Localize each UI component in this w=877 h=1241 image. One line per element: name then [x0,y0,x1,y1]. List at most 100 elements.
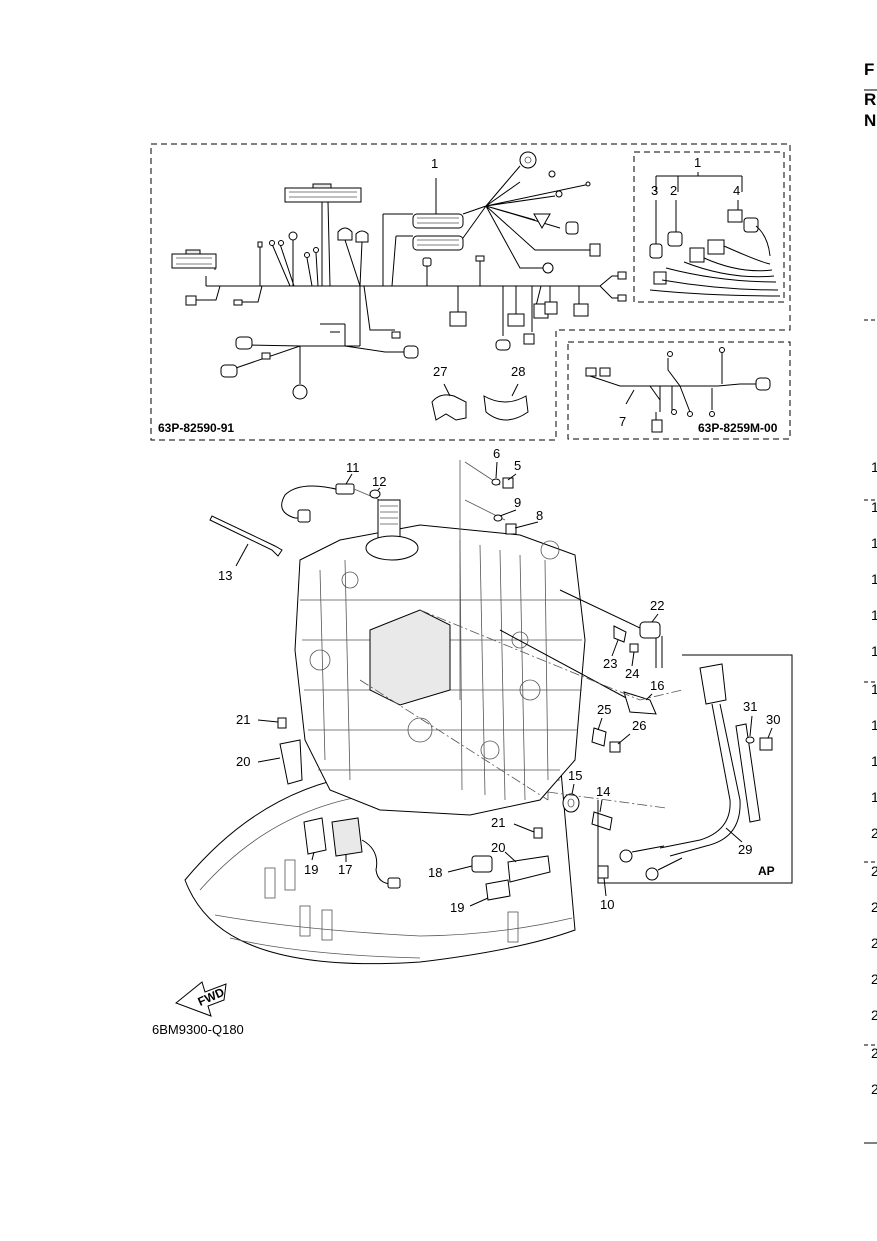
rubber-19-right [485,879,511,901]
rubber-19-left [303,817,327,855]
margin-row-number: 1 [871,789,877,805]
callout-9: 9 [514,495,521,510]
harness-connector-long-b [412,235,464,251]
margin-letter: N [864,111,876,130]
forward-arrow-icon [175,981,227,1017]
figure-code: 6BM9300-Q180 [152,1022,244,1037]
screw-24 [629,643,639,653]
bracket-20 [507,855,551,883]
margin-row-number: 1 [871,571,877,587]
bracket-20-left [279,739,303,785]
margin-row-number: 2 [871,863,877,879]
round-connector [519,151,537,169]
callout-29: 29 [738,842,752,857]
margin-row-number: 1 [871,607,877,623]
harness-detail-inset [633,151,785,303]
relay-18 [471,855,493,873]
bolt-30 [759,737,773,751]
callout-10: 10 [600,897,614,912]
bolt-10 [597,865,609,879]
bolt-5 [502,477,514,489]
inset-callout-4: 4 [733,183,740,198]
callout-25: 25 [597,702,611,717]
harness-part-code: 63P-82590-91 [158,421,234,435]
harness-connector-long-a [412,213,464,229]
callout-8: 8 [536,508,543,523]
callout-6: 6 [493,446,500,461]
callout-21-left: 21 [236,712,250,727]
callout-14: 14 [596,784,610,799]
washer-9 [493,514,503,522]
washer-31 [745,736,755,744]
screw-21-left [277,717,287,729]
ap-label: AP [758,864,775,878]
connector [449,311,467,327]
margin-row-number: 1 [871,499,877,515]
cable-boot [699,663,727,705]
callout-18: 18 [428,865,442,880]
margin-row-number: 2 [871,935,877,951]
callout-13: 13 [218,568,232,583]
bracket-23 [613,625,627,643]
sub-harness-part-code: 63P-8259M-00 [698,421,778,435]
callout-16: 16 [650,678,664,693]
margin-row-number: 2 [871,1007,877,1023]
margin-row-number: 1 [871,643,877,659]
margin-row-number: 1 [871,717,877,733]
margin-row-number: 1 [871,753,877,769]
inset-callout-3: 3 [651,183,658,198]
sensor-14 [591,811,613,831]
callout-24: 24 [625,666,639,681]
grommet-15 [562,793,580,813]
callout-12: 12 [372,474,386,489]
margin-row-number: 2 [871,971,877,987]
callout-23: 23 [603,656,617,671]
fwd-arrow: FWD [175,981,227,1017]
bracket-25 [591,727,607,747]
ring-terminal [619,849,633,863]
clamp-27 [431,394,467,421]
right-margin: F R N 1 1 1 1 1 1 1 1 1 1 2 2 2 2 2 2 2 … [864,60,877,1144]
callout-31: 31 [743,699,757,714]
sensor-ring [292,384,308,400]
engine-block [184,499,586,965]
screw-21 [533,827,543,839]
callout-21-right: 21 [491,815,505,830]
sensor-11 [335,483,355,495]
bolt-8 [505,523,517,535]
margin-letter: F [864,60,874,79]
callout-27: 27 [433,364,447,379]
sub-harness-panel: 7 63P-8259M-00 [567,341,791,440]
margin-row-number: 2 [871,825,877,841]
washer-6 [491,478,501,486]
bottom-cowling [184,759,576,965]
harness-connector-main [284,187,362,203]
washer-12 [369,489,381,499]
callout-19-right: 19 [450,900,464,915]
callout-17: 17 [338,862,352,877]
cable-tie-13 [209,515,283,557]
callout-5: 5 [514,458,521,473]
callout-30: 30 [766,712,780,727]
callout-20-left: 20 [236,754,250,769]
screw-26 [609,741,621,753]
engine-parts: 11 12 13 6 5 9 8 22 23 24 [209,446,683,915]
battery-cable-29 [735,723,761,823]
sensor-22 [639,621,661,639]
callout-28: 28 [511,364,525,379]
margin-letter: R [864,90,876,109]
callout-22: 22 [650,598,664,613]
margin-row-number: 2 [871,1081,877,1097]
harness-connector-12pin [171,253,217,269]
callout-7: 7 [619,414,626,429]
callout-20-right: 20 [491,840,505,855]
clamp-28 [483,395,529,421]
margin-row-number: 2 [871,899,877,915]
margin-row-number: 2 [871,1045,877,1061]
margin-row-number: 1 [871,459,877,475]
harness-panel: 1 27 28 63P-82590-91 1 3 2 4 [150,143,791,441]
inset-callout-1: 1 [694,155,701,170]
callout-1: 1 [431,156,438,171]
sensor-16 [623,691,657,715]
